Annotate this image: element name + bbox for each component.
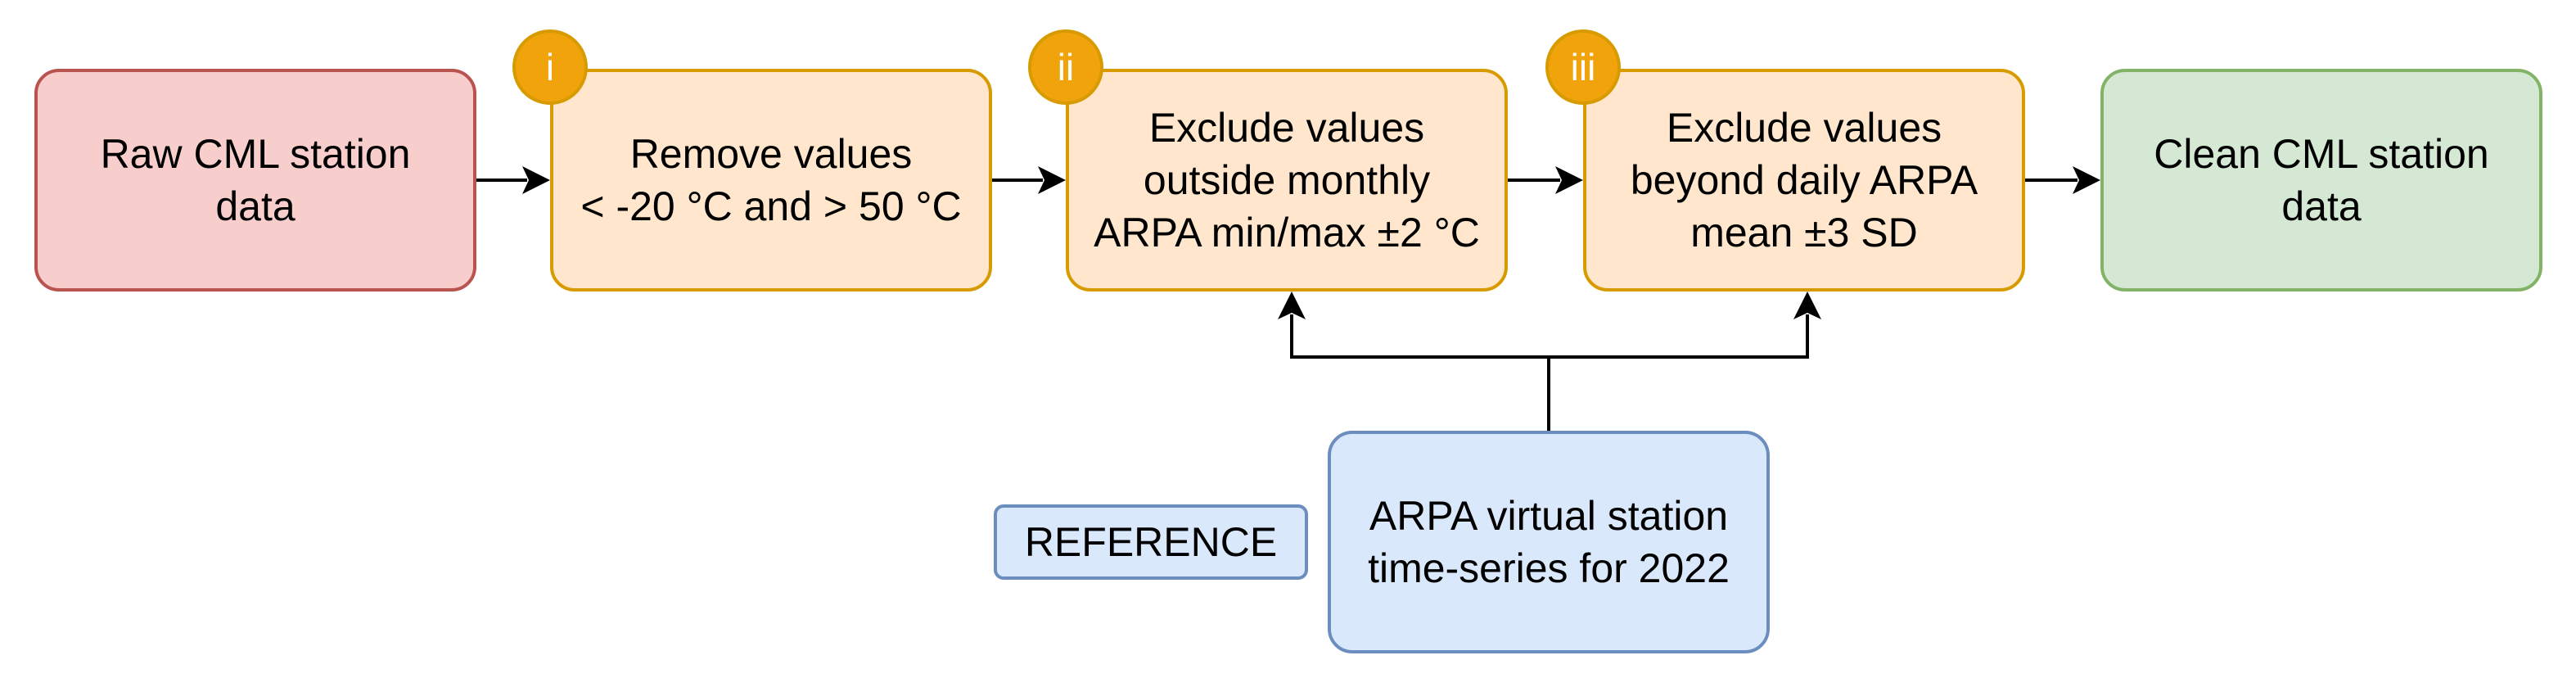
edge-step2-to-step3-head [1555,166,1583,194]
step-1-remove-values-node: Remove values < -20 °C and > 50 °C [550,69,992,292]
clean-cml-data-label: Clean CML station data [2154,131,2489,229]
edge-step3-to-clean-head [2073,166,2100,194]
edge-reference-to-step2-head [1278,292,1306,319]
raw-cml-data-node: Raw CML station data [34,69,476,292]
edge-reference-to-step3-head [1793,292,1821,319]
step-1-badge: i [512,29,588,105]
step-2-badge-label: ii [1057,46,1075,88]
step-1-label: Remove values < -20 °C and > 50 °C [580,131,962,229]
step-3-label: Exclude values beyond daily ARPA mean ±3… [1630,105,1978,255]
step-1-badge-label: i [545,46,555,88]
step-2-monthly-minmax-node: Exclude values outside monthly ARPA min/… [1066,69,1508,292]
arpa-reference-label: ARPA virtual station time-series for 202… [1368,493,1730,591]
step-2-label: Exclude values outside monthly ARPA min/… [1094,105,1480,255]
edge-step1-to-step2-head [1038,166,1066,194]
clean-cml-data-node: Clean CML station data [2100,69,2542,292]
reference-tag-label: REFERENCE [1024,519,1278,565]
reference-tag: REFERENCE [994,504,1308,580]
step-3-badge-label: iii [1570,46,1596,88]
edge-reference-branch [1290,314,1809,359]
step-3-daily-sd-node: Exclude values beyond daily ARPA mean ±3… [1583,69,2025,292]
step-3-badge: iii [1545,29,1621,105]
arpa-reference-node: ARPA virtual station time-series for 202… [1328,431,1770,653]
edge-raw-to-step1-head [522,166,550,194]
raw-cml-data-label: Raw CML station data [100,131,411,229]
step-2-badge: ii [1028,29,1103,105]
